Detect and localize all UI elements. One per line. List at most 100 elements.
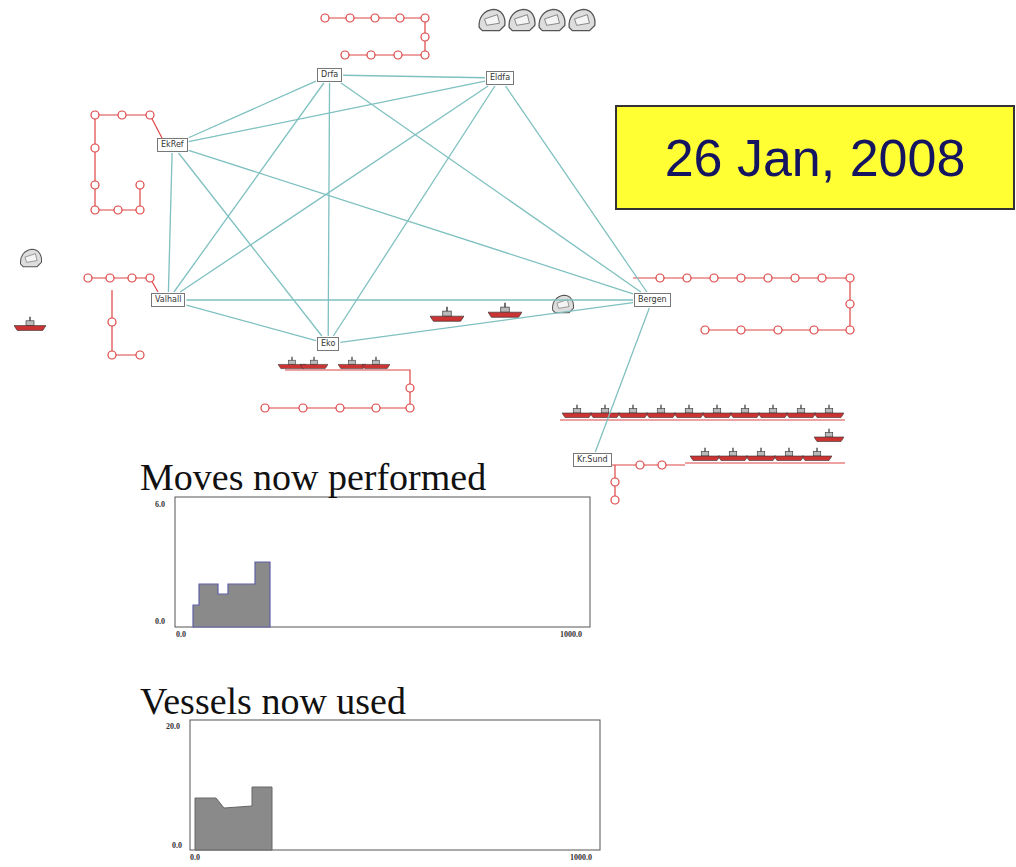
route-line [189, 81, 485, 142]
axis-tick: 0.0 [155, 617, 165, 627]
axis-tick: 0.0 [172, 841, 182, 851]
vessel-icon [618, 405, 648, 418]
queue-slot [341, 51, 349, 59]
node-text: Eko [321, 339, 335, 349]
vessel-icon [730, 405, 760, 418]
node-text: Eldfa [490, 73, 510, 83]
axis-tick: 1000.0 [570, 853, 592, 863]
axis-tick: 6.0 [155, 500, 165, 510]
chart-vessels [190, 720, 600, 850]
queue-line [685, 462, 845, 463]
axis-tick: 0.0 [176, 630, 186, 640]
installation-box: Eko [317, 337, 339, 351]
queue-line [560, 419, 845, 420]
date-panel: 26 Jan, 2008 [615, 105, 1015, 210]
histogram-bars [195, 787, 272, 850]
installation-box: Valhall [151, 293, 185, 307]
chart-moves [175, 497, 590, 627]
histogram-bars [193, 562, 270, 627]
vessel-icon [802, 448, 832, 461]
queue-lines [88, 18, 850, 500]
route-line [186, 299, 633, 300]
queue-slot [846, 300, 854, 308]
queue-slots [84, 14, 854, 504]
queue-slot [406, 384, 414, 392]
queue-slot [737, 326, 745, 334]
queue-line [633, 278, 850, 330]
vessel-icon [746, 448, 776, 461]
vessel-icon [562, 405, 592, 418]
queue-slot [84, 274, 92, 282]
vessels [14, 9, 844, 460]
queue-slot [611, 478, 619, 486]
queue-line [612, 464, 685, 465]
axis-tick: 20.0 [166, 722, 180, 732]
queue-slot [346, 14, 354, 22]
axis-tick: 1000.0 [560, 630, 582, 640]
queue-slot [106, 274, 114, 282]
vessel-icon [300, 357, 328, 369]
queue-slot [791, 274, 799, 282]
vessel-icon [718, 448, 748, 461]
vessel-icon [758, 405, 788, 418]
vessel-icon [362, 357, 390, 369]
route-line [189, 150, 633, 293]
queue-slot [372, 404, 380, 412]
queue-slot [128, 274, 136, 282]
queue-slot [611, 496, 619, 504]
route-line [186, 305, 316, 341]
queue-slot [108, 318, 116, 326]
queue-slot [91, 111, 99, 119]
route-line [180, 86, 488, 292]
node-text: 26 Jan, 2008 [665, 128, 966, 188]
route-line [595, 308, 649, 452]
vessel-icon [814, 429, 844, 442]
vessel-icon [590, 405, 620, 418]
queue-slot [818, 274, 826, 282]
queue-slot [846, 326, 854, 334]
queue-slot [299, 404, 307, 412]
queue-slot [683, 274, 691, 282]
route-line [340, 303, 633, 343]
queue-slot [114, 206, 122, 214]
queue-slot [658, 461, 666, 469]
queue-line [325, 18, 425, 55]
vessel-icon [674, 405, 704, 418]
queue-slot [336, 404, 344, 412]
queue-line [265, 370, 410, 408]
chart-frame [190, 720, 600, 850]
vessel-icon [702, 405, 732, 418]
vessel-icon [21, 249, 42, 266]
node-text: EkRef [161, 140, 184, 150]
vessel-icon [539, 9, 565, 30]
node-text: Drfa [321, 70, 338, 80]
route-line [343, 75, 485, 77]
axis-tick: 0.0 [190, 853, 200, 863]
queue-slot [421, 51, 429, 59]
queue-slot [406, 404, 414, 412]
vessel-icon [774, 448, 804, 461]
queue-slot [367, 51, 375, 59]
queue-slot [810, 326, 818, 334]
installation-box: Bergen [634, 293, 671, 307]
queue-line [95, 115, 150, 210]
vessel-icon [509, 9, 535, 30]
queue-slot [321, 14, 329, 22]
queue-slot [136, 206, 144, 214]
vessel-icon [479, 9, 505, 30]
queue-slot [91, 206, 99, 214]
queue-slot [136, 181, 144, 189]
queue-slot [108, 351, 116, 359]
queue-slot [394, 51, 402, 59]
chart-title: Vessels now used [140, 680, 406, 722]
node-text: Kr.Sund [577, 455, 608, 465]
route-line [328, 83, 329, 336]
vessel-icon [814, 405, 844, 418]
vessel-icon [14, 317, 46, 331]
queue-slot [710, 274, 718, 282]
queue-slot [764, 274, 772, 282]
vessel-icon [569, 9, 595, 30]
vessel-icon [430, 307, 464, 321]
vessel-icon [553, 295, 574, 312]
queue-slot [701, 326, 709, 334]
